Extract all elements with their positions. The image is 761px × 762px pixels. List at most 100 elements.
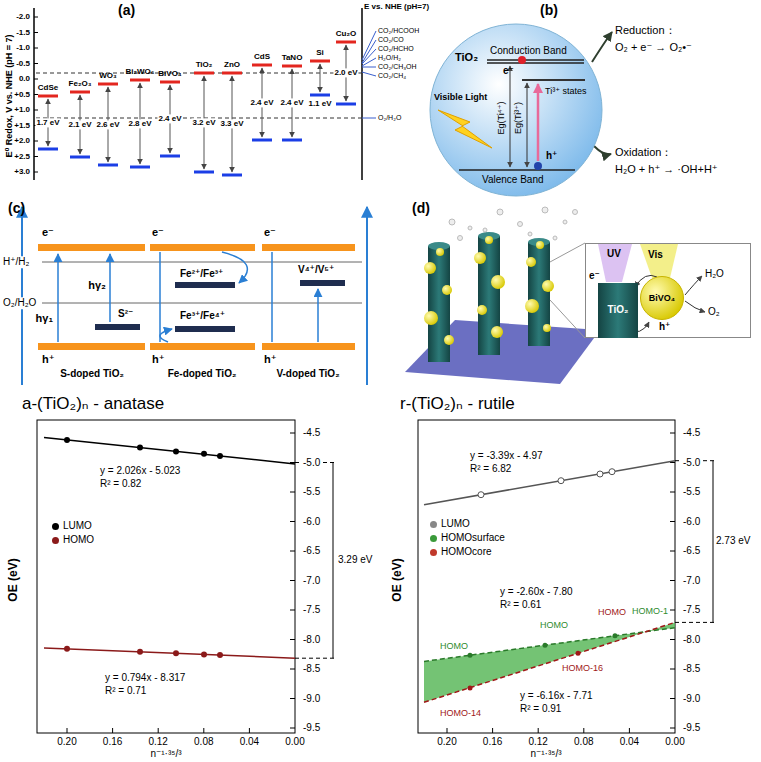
legend-text: HOMO (63, 534, 94, 545)
node-text: O₂ (708, 306, 720, 318)
text-label: Oxidation： (615, 146, 672, 159)
text-label: 0.12 (528, 736, 547, 748)
text-label: O₂/H₂O (378, 114, 401, 122)
node-text: Visible Light (434, 92, 487, 102)
text-label: 1.7 eV (35, 118, 60, 127)
text-label: Bi₂WO₆ (126, 67, 155, 76)
text-label: hγ₁ (36, 312, 53, 325)
text-label: 0.20 (437, 736, 456, 748)
text-label: Fe²⁺/Fe³⁺ (180, 268, 223, 280)
text-label: +1.0 (13, 105, 31, 114)
text-label: -5.0 (302, 457, 321, 469)
legend-text: HOMOsurface (441, 532, 505, 543)
legend-row: HOMOcore (430, 546, 492, 558)
text-label: -8.0 (682, 634, 701, 646)
text-label: -6.5 (302, 545, 321, 557)
text-label: e⁻ (264, 226, 276, 239)
text-label: -9.5 (302, 722, 321, 734)
text-label: h⁺ (152, 353, 165, 366)
text-label: 3.3 eV (219, 119, 244, 128)
text-label: CO₂/CO (378, 36, 404, 44)
text-label: -9.0 (302, 693, 321, 705)
legend-text: HOMOcore (441, 546, 492, 557)
node-text: UV (607, 248, 621, 260)
node-text: e⁻ (589, 270, 600, 282)
node-text: Eg(Ti⁴⁺) (496, 102, 506, 135)
text-label: hγ₂ (88, 279, 106, 292)
text-label: 0.00 (285, 736, 304, 748)
text-label: h⁺ (42, 353, 55, 366)
text-label: -7.5 (302, 604, 321, 616)
text-label: 0.12 (148, 736, 167, 748)
legend-text: LUMO (441, 518, 470, 529)
text-label: -0.5 (15, 59, 31, 68)
text-label: S²⁻ (118, 308, 133, 320)
text-label: H⁺/H₂ (2, 256, 30, 268)
text-label: TiO₂ (196, 60, 213, 69)
text-label: Fe-doped TiO₂ (168, 368, 237, 380)
inset-box: UV Vis e⁻ H₂O O₂ h⁺ TiO₂ BiVO₄ (585, 243, 751, 338)
text-label: -6.0 (682, 516, 701, 528)
text-label: 0.0 (18, 74, 31, 83)
text-label: +1.5 (13, 121, 31, 130)
node-text: Eg(Ti³⁺) (513, 102, 523, 134)
node-text: Valence Band (482, 174, 544, 186)
particle-sphere: TiO₂Conduction Bande⁻Visible LightEg(Ti⁴… (429, 23, 603, 197)
text-label: HOMO-16 (562, 663, 603, 673)
text-label: (d) (412, 200, 430, 216)
text-label: (a) (118, 2, 135, 18)
text-label: y = 2.026x - 5.023 (100, 465, 180, 477)
text-label: e⁻ (42, 226, 54, 239)
text-label: -7.5 (682, 604, 701, 616)
legend-row: HOMO (52, 534, 94, 546)
text-label: V⁴⁺/V⁵⁺ (298, 264, 334, 276)
node-text: H₂O (705, 268, 724, 280)
text-label: a-(TiO₂)ₙ - anatase (22, 394, 164, 414)
node-text: Ti³⁺ states (545, 86, 586, 96)
text-label: TaNO (282, 53, 303, 62)
node-text: TiO₂ (455, 51, 478, 64)
node-text: h⁺ (659, 321, 670, 333)
text-label: HOMO (540, 620, 568, 630)
text-label: 2.73 eV (716, 535, 750, 547)
text-label: 2.1 eV (67, 120, 92, 129)
text-label: Reduction： (615, 24, 676, 37)
text-label: -7.0 (682, 575, 701, 587)
text-label: 2.4 eV (249, 98, 274, 107)
text-label: HOMO-1 (632, 606, 668, 616)
text-label: -1.0 (15, 43, 31, 52)
text-label: Fe₂O₃ (69, 79, 92, 88)
text-label: CdS (254, 52, 270, 61)
text-label: Cu₂O (336, 29, 356, 38)
text-label: R² = 0.91 (520, 703, 561, 715)
node-text: TiO₂ (608, 304, 629, 316)
legend-row: LUMO (52, 520, 92, 532)
text-label: ZnO (224, 60, 240, 69)
text-label: CO₂/HCOOH (378, 27, 419, 35)
text-label: 1.1 eV (307, 99, 332, 108)
text-label: CdSe (38, 83, 58, 92)
text-label: -6.0 (302, 516, 321, 528)
node-text: h⁺ (546, 150, 557, 162)
legend-text: LUMO (63, 520, 92, 531)
text-label: n⁻¹·³⁵/³ (530, 748, 561, 760)
text-label: -7.0 (302, 575, 321, 587)
text-label: e⁻ (152, 226, 164, 239)
text-label: BiVO₄ (158, 69, 181, 78)
legend-swatch (430, 521, 437, 528)
text-label: +3.0 (13, 167, 31, 176)
bivo4-particle: BiVO₄ (640, 276, 684, 320)
legend-row: HOMOsurface (430, 532, 505, 544)
text-label: y = -6.16x - 7.71 (520, 690, 593, 702)
text-label: R² = 0.71 (105, 685, 146, 697)
text-label: OE (eV) (7, 558, 21, 601)
text-label: S-doped TiO₂ (60, 368, 124, 380)
text-label: n⁻¹·³⁵/³ (150, 748, 181, 760)
text-label: -9.0 (682, 693, 701, 705)
text-label: O₂ + e⁻ → O₂•⁻ (615, 41, 692, 54)
node-text: Vis (648, 249, 663, 261)
text-label: -5.5 (302, 486, 321, 498)
text-label: -8.5 (682, 663, 701, 675)
text-label: 2.4 eV (279, 98, 304, 107)
